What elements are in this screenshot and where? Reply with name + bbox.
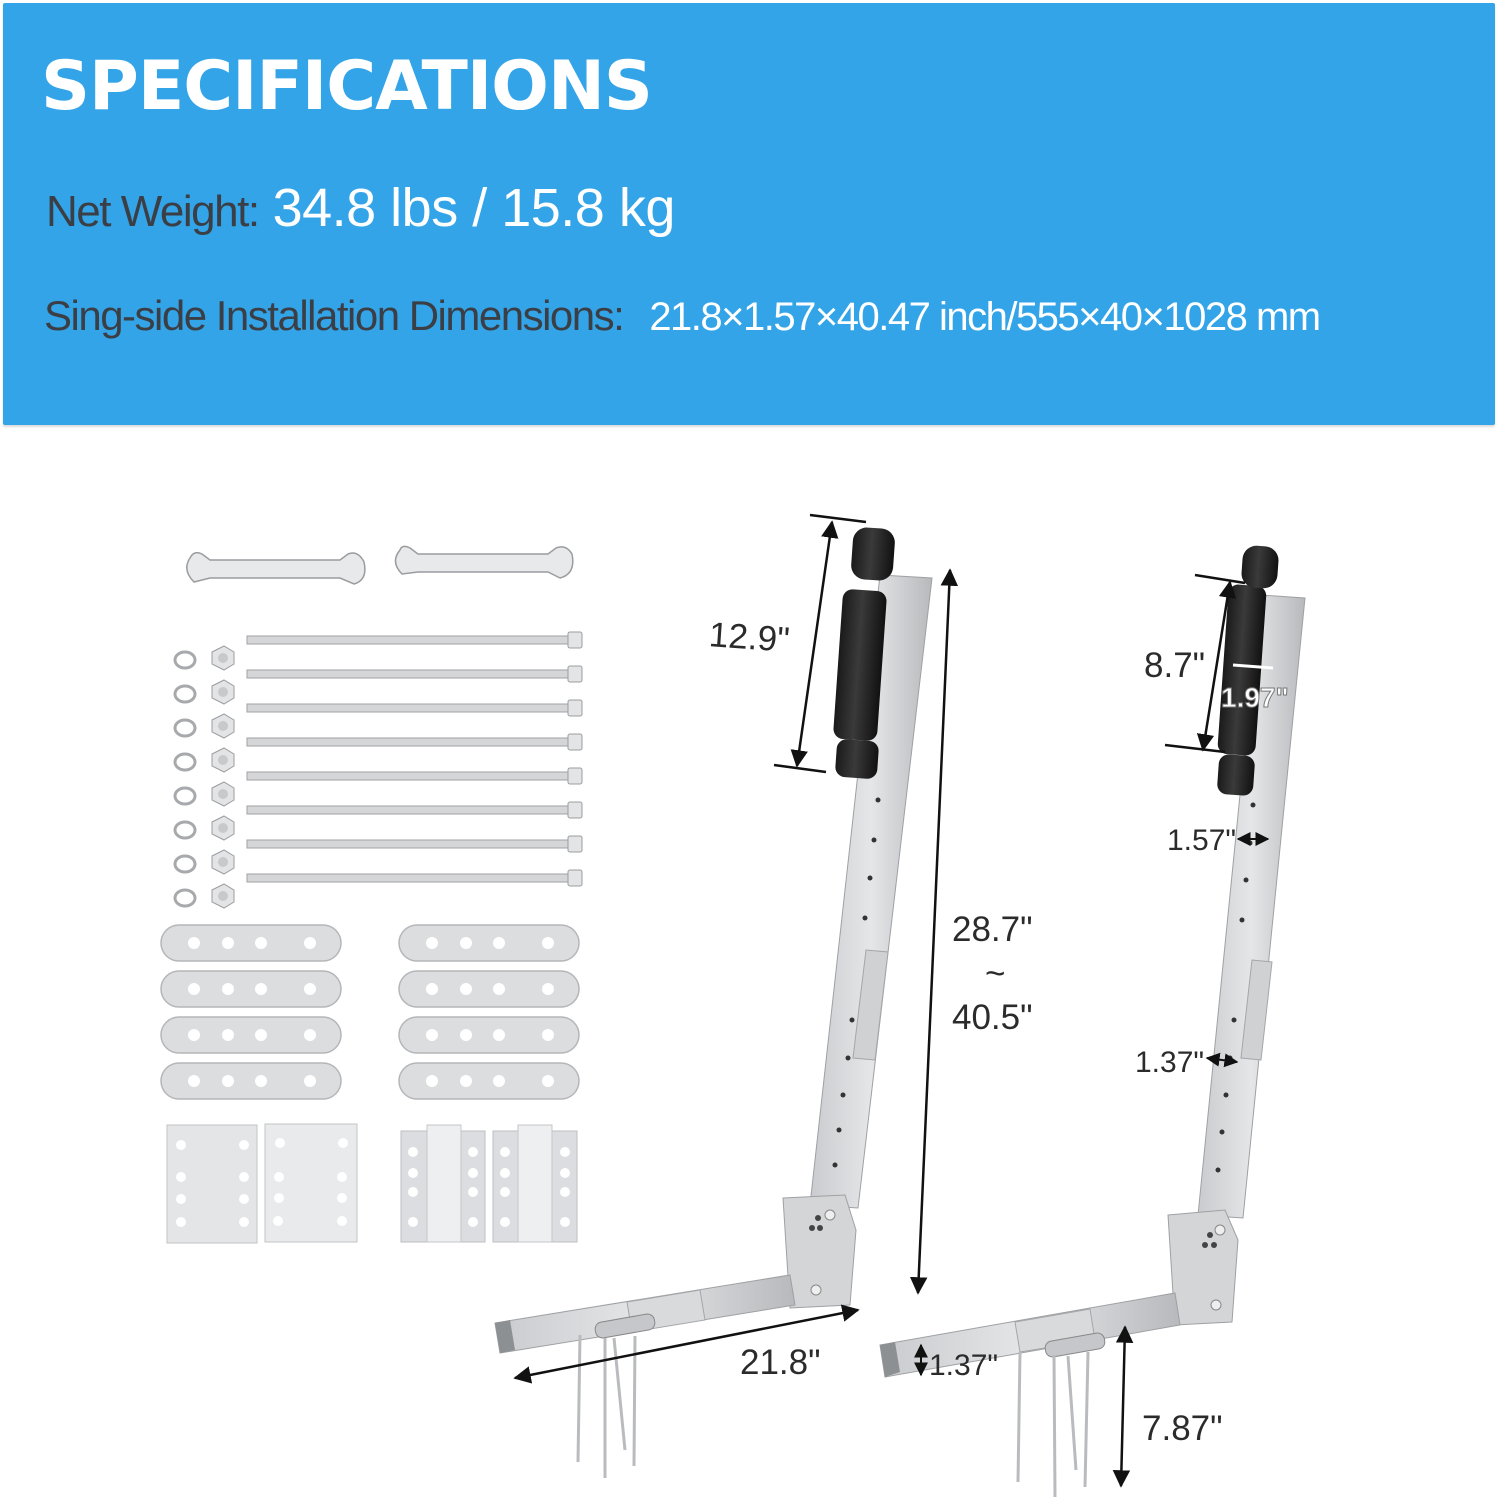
dim-roller-length: 12.9" [707,615,791,660]
dim-rod-length: 7.87" [1142,1409,1223,1448]
dim-base-length: 21.8" [740,1343,821,1382]
dim-base-tube-height: 1.37" [929,1349,999,1382]
strap-plates [160,924,580,1100]
spec-net-weight: Net Weight:34.8 lbs / 15.8 kg [46,181,675,235]
wrench-icon [394,545,574,579]
spec-value: 21.8×1.57×40.47 inch/555×40×1028 mm [649,295,1321,339]
wrench-icon [186,551,366,585]
hardware-kit [160,545,583,1244]
flat-mount-plates [166,1123,358,1244]
washers-nuts-bolts [173,631,583,909]
product-illustration: 12.9" 28.7" ~ 40.5" 21.8" 8.7" 1.97" 1.5… [0,430,1498,1500]
spec-installation-dimensions: Sing-side Installation Dimensions: 21.8×1… [44,292,1321,339]
dimension-lines [513,513,1274,1488]
dim-height-separator: ~ [985,954,1006,993]
dim-height-max: 40.5" [952,998,1033,1037]
dim-upper-tube-width: 1.57" [1167,824,1237,857]
dim-roller-section: 8.7" [1144,646,1206,685]
spec-value: 34.8 lbs / 15.8 kg [272,178,676,238]
page-title: SPECIFICATIONS [41,47,653,126]
dim-height-min: 28.7" [952,910,1033,949]
spec-label: Net Weight: [46,187,260,236]
channel-brackets [400,1124,578,1243]
specifications-banner: SPECIFICATIONS Net Weight:34.8 lbs / 15.… [3,3,1495,425]
spec-label: Sing-side Installation Dimensions: [44,292,625,339]
dim-roller-diameter: 1.97" [1221,682,1290,713]
dim-lower-tube-width: 1.37" [1135,1046,1205,1079]
